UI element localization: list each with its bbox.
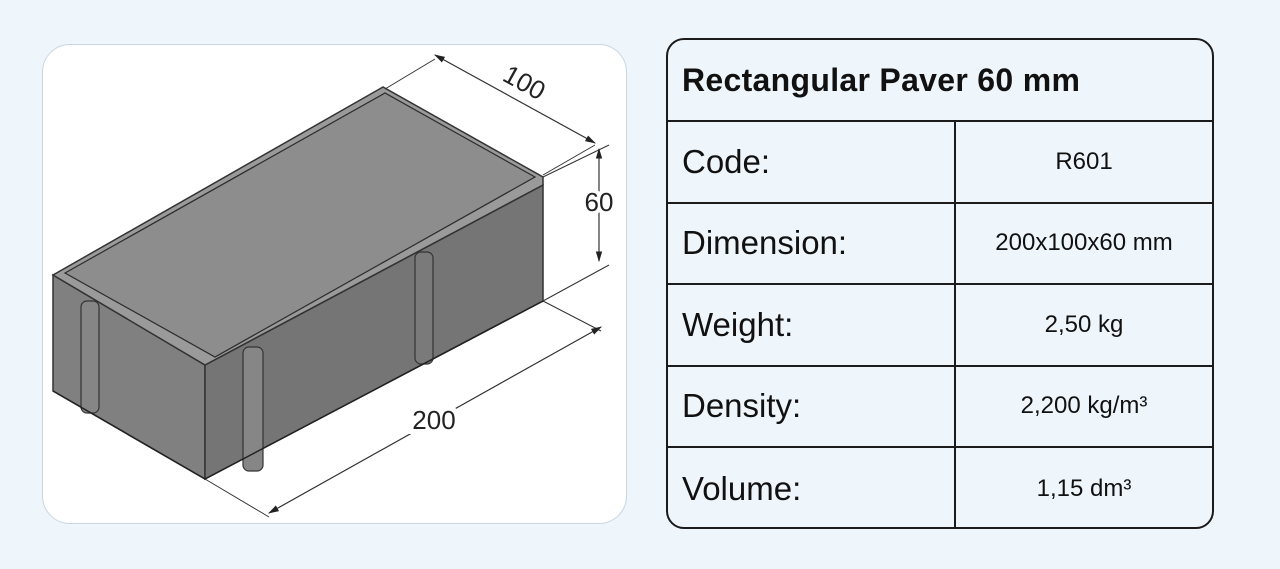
spec-title: Rectangular Paver 60 mm bbox=[668, 40, 1212, 122]
spec-label: Density: bbox=[668, 366, 956, 446]
spec-table: Rectangular Paver 60 mm Code: R601 Dimen… bbox=[666, 38, 1214, 529]
paver-spacer-lug bbox=[80, 300, 100, 414]
paver-spacer-lug bbox=[242, 346, 264, 472]
spec-value: 2,50 kg bbox=[1044, 310, 1124, 338]
spec-label: Weight: bbox=[668, 285, 956, 365]
dimension-height-label: 60 bbox=[585, 187, 614, 217]
spec-label: Dimension: bbox=[668, 203, 956, 283]
dimension-length-label: 200 bbox=[412, 405, 455, 435]
dimension-length: 200 bbox=[204, 300, 602, 518]
spec-label: Volume: bbox=[668, 448, 956, 527]
spec-row-dimension: Dimension: 200x100x60 mm bbox=[668, 203, 1212, 285]
spec-value: R601 bbox=[1055, 147, 1113, 175]
paver-isometric-drawing: 100 60 200 bbox=[51, 54, 617, 518]
spec-row-weight: Weight: 2,50 kg bbox=[668, 285, 1212, 367]
spec-row-code: Code: R601 bbox=[668, 122, 1212, 204]
dimension-height: 60 bbox=[542, 144, 617, 302]
spec-value: 2,200 kg/m³ bbox=[1020, 392, 1148, 420]
paver-drawing-panel: 100 60 200 bbox=[42, 44, 627, 524]
spec-value: 1,15 dm³ bbox=[1036, 474, 1132, 502]
paver-top-face bbox=[63, 92, 537, 358]
paver-block bbox=[51, 86, 544, 481]
dimension-width-label: 100 bbox=[498, 59, 550, 106]
spec-value: 200x100x60 mm bbox=[995, 229, 1173, 257]
paver-spacer-lug bbox=[414, 251, 434, 365]
spec-row-volume: Volume: 1,15 dm³ bbox=[668, 448, 1212, 527]
spec-label: Code: bbox=[668, 122, 956, 202]
spec-row-density: Density: 2,200 kg/m³ bbox=[668, 366, 1212, 448]
